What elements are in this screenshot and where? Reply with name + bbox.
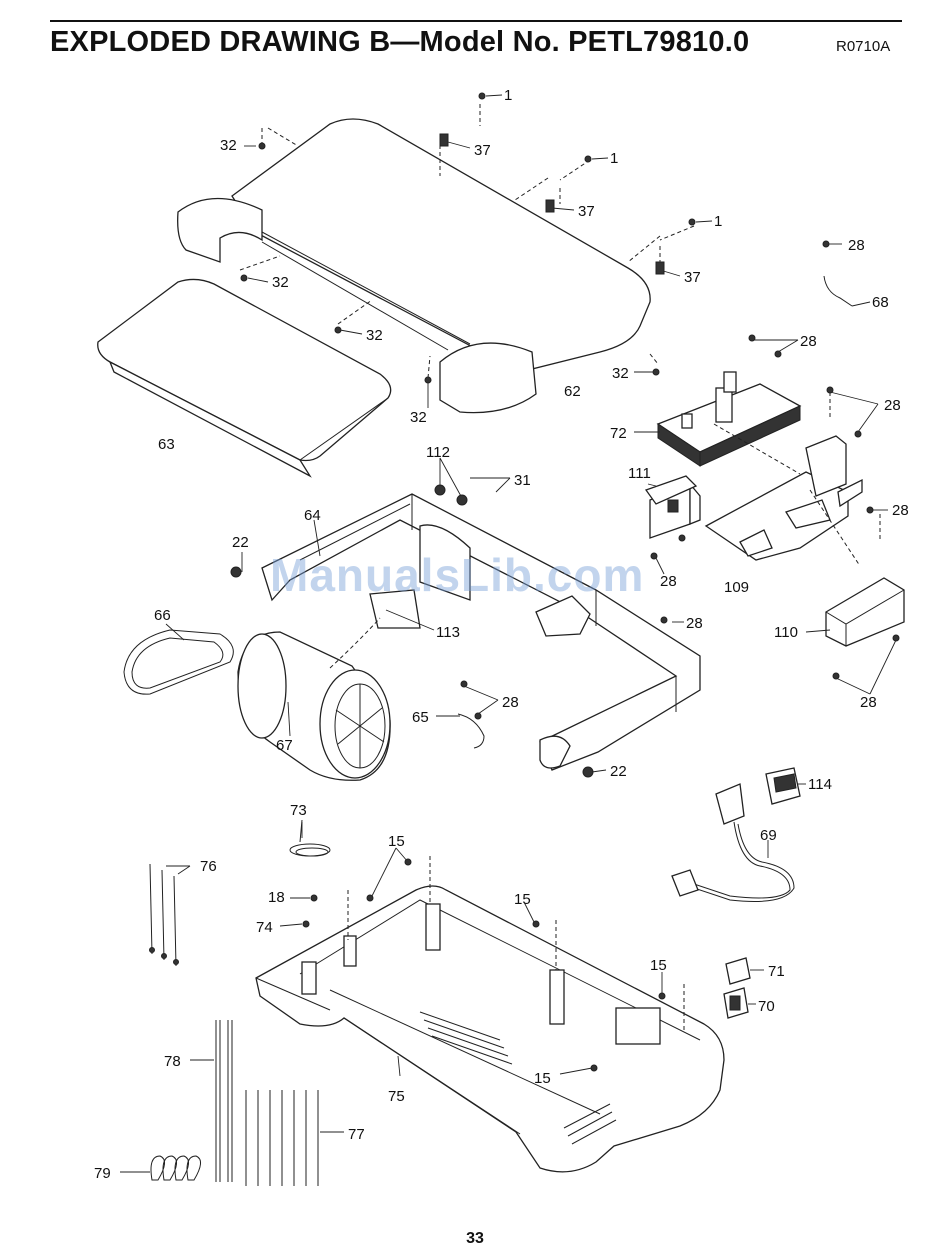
label-32: 32	[410, 409, 427, 426]
label-18: 18	[268, 889, 285, 906]
label-79: 79	[94, 1165, 111, 1182]
clips-part-79	[151, 1156, 201, 1180]
label-28: 28	[660, 573, 677, 590]
label-109: 109	[724, 579, 749, 596]
label-37: 37	[474, 142, 491, 159]
controller-part-72	[658, 372, 800, 466]
label-22: 22	[232, 534, 249, 551]
label-28: 28	[800, 333, 817, 350]
bracket-part-113	[370, 590, 420, 628]
label-15: 15	[514, 891, 531, 908]
label-28: 28	[892, 502, 909, 519]
label-72: 72	[610, 425, 627, 442]
ties-part-76	[150, 864, 179, 966]
label-77: 77	[348, 1126, 365, 1143]
label-28: 28	[502, 694, 519, 711]
label-1: 1	[610, 150, 618, 167]
label-31: 31	[514, 472, 531, 489]
label-76: 76	[200, 858, 217, 875]
wire-part-65	[458, 714, 484, 748]
label-37: 37	[684, 269, 701, 286]
label-32: 32	[272, 274, 289, 291]
label-78: 78	[164, 1053, 181, 1070]
label-66: 66	[154, 607, 171, 624]
label-112: 112	[426, 444, 450, 461]
switch-part-114	[766, 768, 800, 804]
label-1: 1	[504, 87, 512, 104]
label-75: 75	[388, 1088, 405, 1105]
label-114: 114	[808, 776, 832, 793]
wire-part-73	[290, 820, 330, 856]
label-32: 32	[366, 327, 383, 344]
label-15: 15	[534, 1070, 551, 1087]
label-111: 111	[628, 465, 651, 482]
wire-part-68	[824, 276, 852, 306]
label-1: 1	[714, 213, 722, 230]
label-71: 71	[768, 963, 785, 980]
label-32: 32	[612, 365, 629, 382]
breaker-part-71	[726, 958, 750, 984]
belt-part-66	[124, 630, 233, 694]
label-37: 37	[578, 203, 595, 220]
label-28: 28	[884, 397, 901, 414]
label-110: 110	[774, 624, 798, 641]
label-73: 73	[290, 802, 307, 819]
label-15: 15	[650, 957, 667, 974]
base-part-75	[256, 856, 724, 1172]
label-28: 28	[860, 694, 877, 711]
label-74: 74	[256, 919, 273, 936]
label-69: 69	[760, 827, 777, 844]
label-32: 32	[220, 137, 237, 154]
label-63: 63	[158, 436, 175, 453]
label-28: 28	[848, 237, 865, 254]
label-113: 113	[436, 624, 460, 641]
ties-part-78	[216, 1020, 232, 1182]
label-70: 70	[758, 998, 775, 1015]
label-65: 65	[412, 709, 429, 726]
label-62: 62	[564, 383, 581, 400]
label-67: 67	[276, 737, 293, 754]
label-68: 68	[872, 294, 889, 311]
label-28: 28	[686, 615, 703, 632]
motor-part-67	[238, 618, 390, 780]
label-22: 22	[610, 763, 627, 780]
ties-part-77	[246, 1090, 318, 1186]
shroud-part-63	[98, 279, 391, 476]
label-64: 64	[304, 507, 321, 524]
filter-part-110	[826, 578, 904, 646]
page-number: 33	[0, 1230, 950, 1248]
label-15: 15	[388, 833, 405, 850]
receptacle-part-70	[724, 988, 748, 1018]
